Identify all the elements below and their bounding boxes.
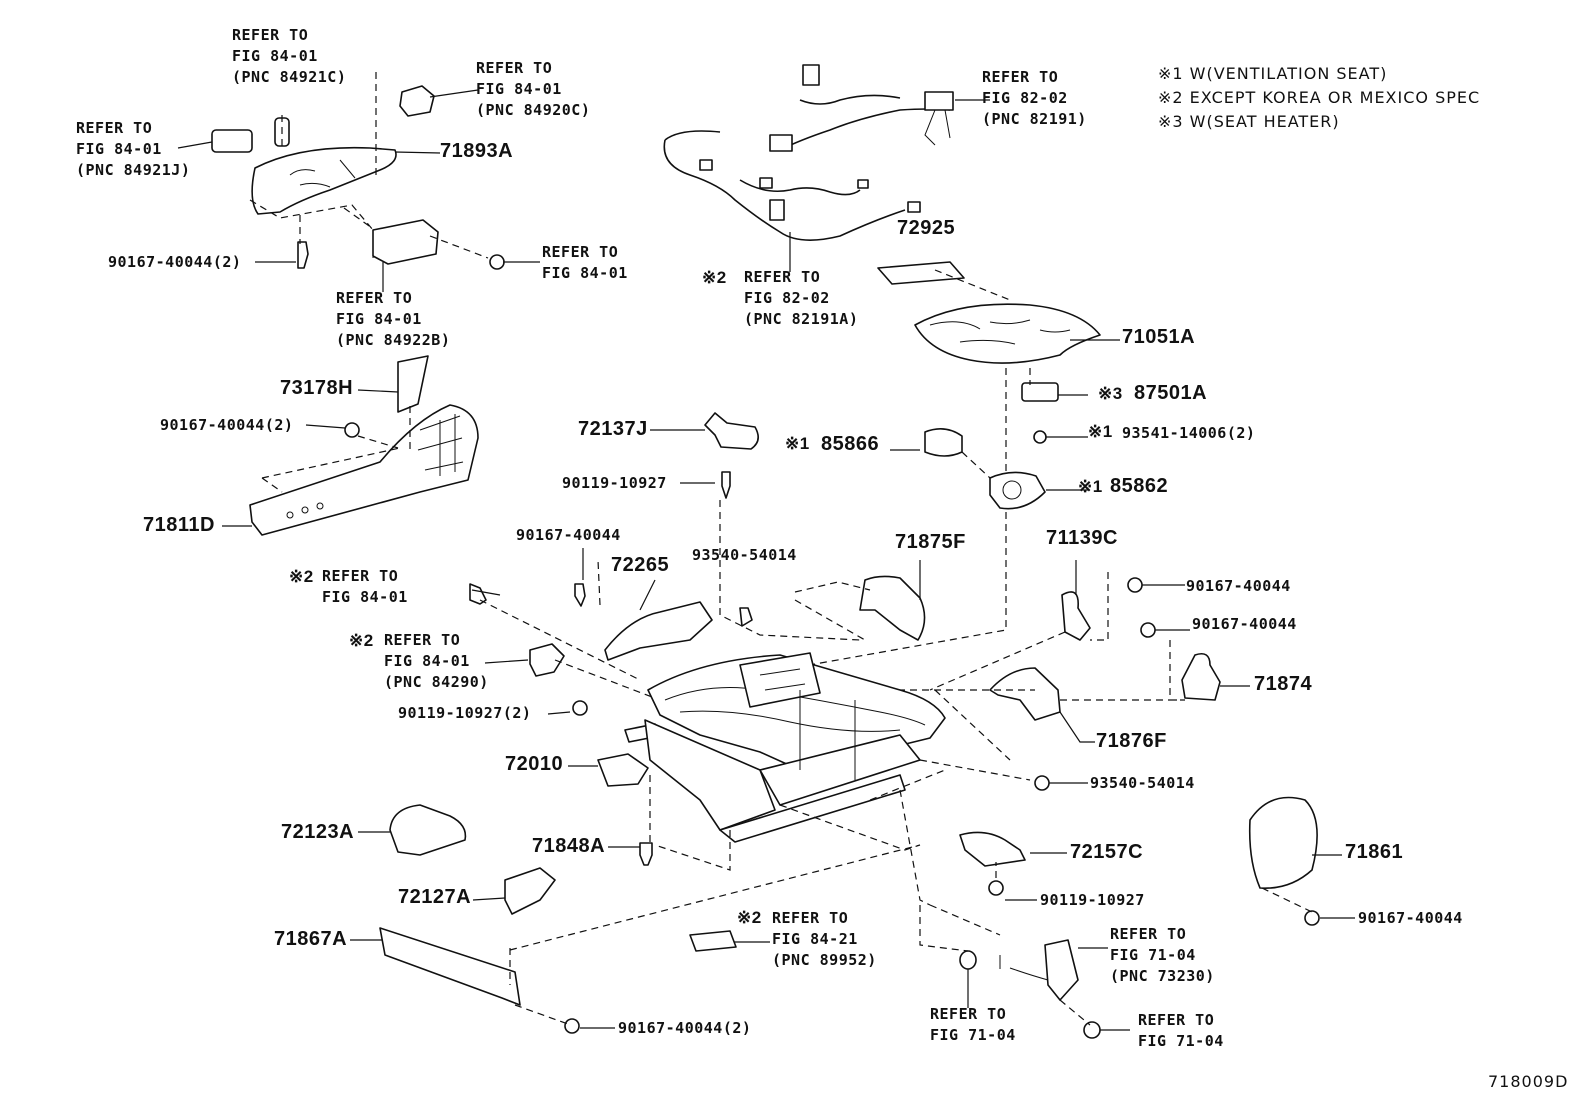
- part-90119-10927-b: 90119-10927: [1040, 891, 1145, 909]
- ref-pnc-84920c: REFER TO FIG 84-01 (PNC 84920C): [476, 59, 591, 119]
- part-90167-40044-d: 90167-40044: [1358, 909, 1463, 927]
- ref-pnc-84290: REFER TO FIG 84-01 (PNC 84290): [384, 631, 489, 691]
- part-90119-10927-a: 90119-10927: [562, 474, 667, 492]
- part-90167-40044-2-a: 90167-40044(2): [108, 253, 242, 271]
- part-90167-40044-c: 90167-40044: [1192, 615, 1297, 633]
- diagram-id: 718009D: [1488, 1072, 1569, 1091]
- part-71139c: 71139C: [1046, 527, 1118, 549]
- ref-pnc-84922b: REFER TO FIG 84-01 (PNC 84922B): [336, 289, 451, 349]
- seat-frame: [597, 652, 946, 843]
- ref-pnc-89952: REFER TO FIG 84-21 (PNC 89952): [772, 909, 877, 969]
- part-71893a: 71893A: [440, 140, 514, 162]
- frame-brackets: [469, 412, 926, 677]
- mark-85866: ※1: [785, 434, 810, 453]
- ref-pnc-82191a: REFER TO FIG 82-02 (PNC 82191A): [744, 268, 859, 328]
- ref-pnc-82191: REFER TO FIG 82-02 (PNC 82191): [982, 68, 1087, 128]
- lower-covers: [379, 796, 1320, 1034]
- ventilation-fan-group: [924, 428, 1046, 510]
- ref-pnc-84921j: REFER TO FIG 84-01 (PNC 84921J): [76, 119, 191, 179]
- part-71875f: 71875F: [895, 531, 966, 553]
- note-seat-heater: ※3 W(SEAT HEATER): [1158, 112, 1340, 131]
- mark-84290: ※2: [349, 631, 374, 650]
- part-72925: 72925: [897, 217, 956, 239]
- part-93540-54014-a: 93540-54014: [692, 546, 797, 564]
- part-90167-40044-a: 90167-40044: [516, 526, 621, 544]
- part-90167-40044-2-c: 90167-40044(2): [618, 1019, 752, 1037]
- part-72123a: 72123A: [281, 821, 355, 843]
- part-85866: 85866: [821, 433, 880, 455]
- side-shield-group: [249, 355, 479, 536]
- mark-93541: ※1: [1088, 422, 1113, 441]
- part-90167-40044-2-b: 90167-40044(2): [160, 416, 294, 434]
- ref-fig-71-04-washer: REFER TO FIG 71-04: [930, 1005, 1016, 1044]
- ref-pnc-73230: REFER TO FIG 71-04 (PNC 73230): [1110, 925, 1215, 985]
- mark-82191a: ※2: [702, 268, 727, 287]
- part-85862: 85862: [1110, 475, 1169, 497]
- note-ventilation-seat: ※1 W(VENTILATION SEAT): [1158, 64, 1388, 83]
- right-brackets: [989, 577, 1221, 721]
- part-73178h: 73178H: [280, 377, 354, 399]
- part-71861: 71861: [1345, 841, 1404, 863]
- part-71867a: 71867A: [274, 928, 348, 950]
- part-72265: 72265: [611, 554, 670, 576]
- part-72157c: 72157C: [1070, 841, 1144, 863]
- ref-fig-71-04-nut: REFER TO FIG 71-04: [1138, 1011, 1224, 1050]
- seat-belt-buckle: [689, 930, 1101, 1039]
- heater-pad-group: [877, 261, 1101, 444]
- part-71848a: 71848A: [532, 835, 606, 857]
- part-93541-14006-2: 93541-14006(2): [1122, 424, 1256, 442]
- part-71874: 71874: [1254, 673, 1313, 695]
- part-90119-10927-2: 90119-10927(2): [398, 704, 532, 722]
- note-except-korea-mexico: ※2 EXCEPT KOREA OR MEXICO SPEC: [1158, 88, 1481, 107]
- part-72127a: 72127A: [398, 886, 472, 908]
- ref-pnc-84921c: REFER TO FIG 84-01 (PNC 84921C): [232, 26, 347, 86]
- mark-89952: ※2: [737, 908, 762, 927]
- part-90167-40044-b: 90167-40044: [1186, 577, 1291, 595]
- part-71876f: 71876F: [1096, 730, 1167, 752]
- seat-switch-cover-group: [211, 85, 505, 270]
- ref-fig-84-01-bolt: REFER TO FIG 84-01: [322, 567, 408, 606]
- part-72010: 72010: [505, 753, 564, 775]
- ref-fig-84-01-screw: REFER TO FIG 84-01: [542, 243, 628, 282]
- mark-87501a: ※3: [1098, 384, 1123, 403]
- part-93540-54014-b: 93540-54014: [1090, 774, 1195, 792]
- part-72137j: 72137J: [578, 418, 648, 440]
- wire-harness: [663, 64, 954, 241]
- part-87501a: 87501A: [1134, 382, 1208, 404]
- mark-85862: ※1: [1078, 477, 1103, 496]
- part-71051a: 71051A: [1122, 326, 1196, 348]
- part-71811d: 71811D: [143, 514, 215, 536]
- mark-84-01-bolt: ※2: [289, 567, 314, 586]
